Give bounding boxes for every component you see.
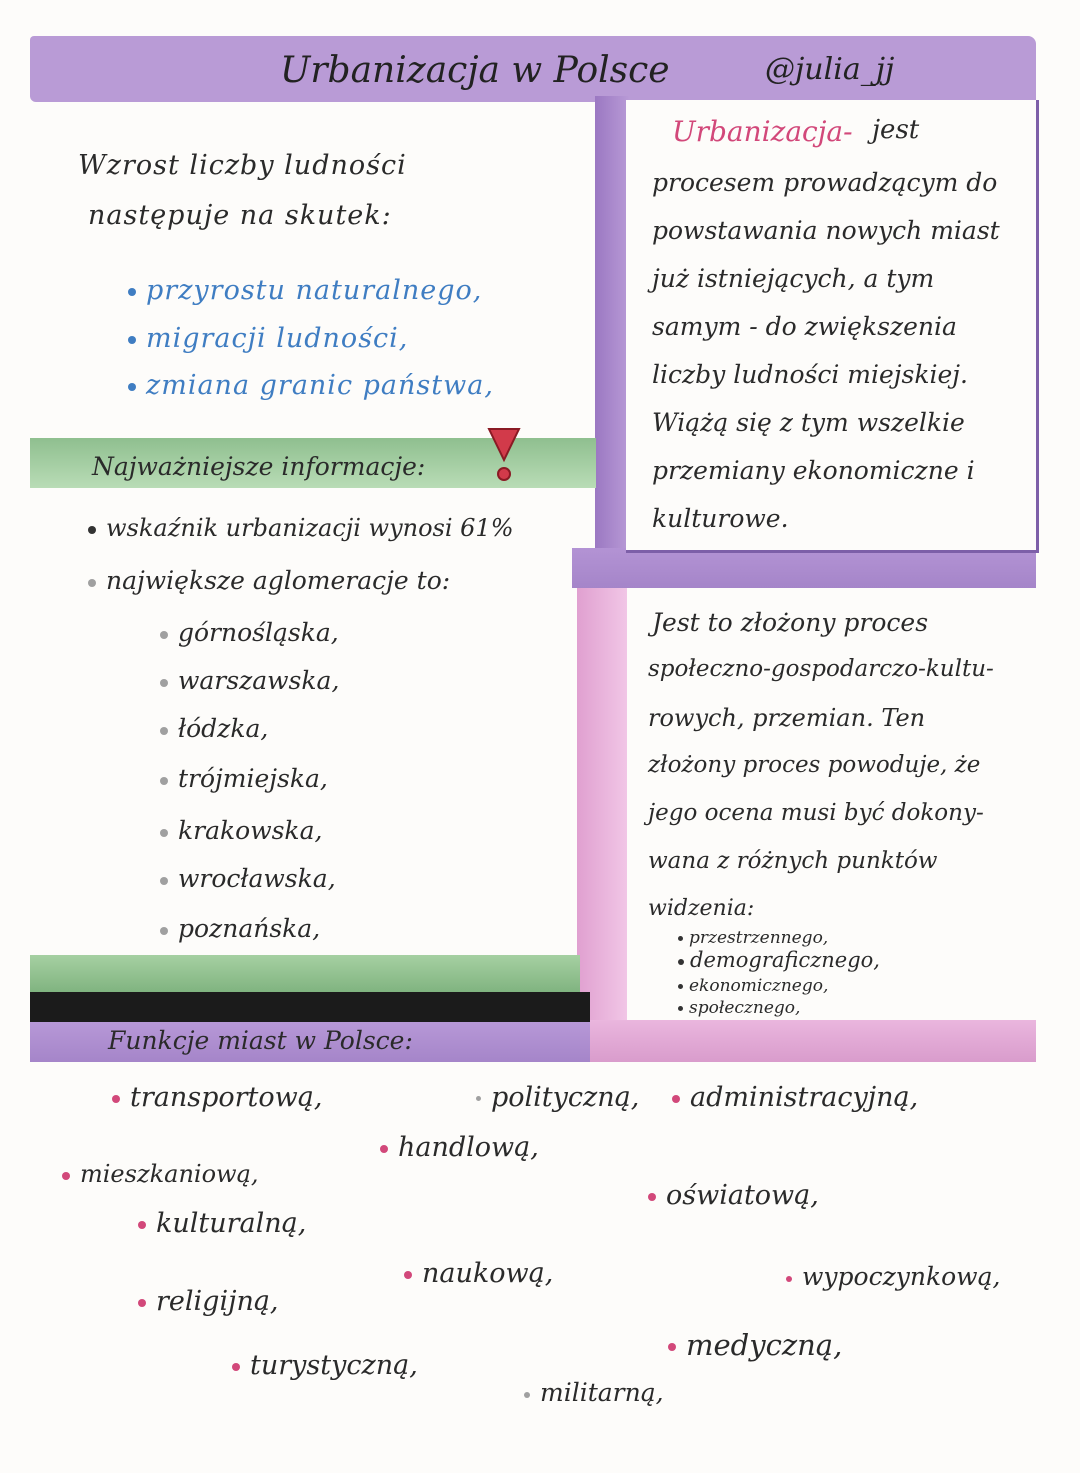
bullet-icon xyxy=(160,678,168,687)
list-item: wskaźnik urbanizacji wynosi 61% xyxy=(88,514,514,542)
bullet-icon xyxy=(88,525,96,534)
list-item: przyrostu naturalnego, xyxy=(128,275,482,306)
bullet-icon xyxy=(138,1298,146,1307)
bullet-icon xyxy=(380,1144,388,1153)
black-divider xyxy=(30,992,590,1022)
bullet-icon xyxy=(678,958,684,965)
definition-line: już istniejących, a tym xyxy=(652,264,935,293)
definition-line: kulturowe. xyxy=(652,504,789,533)
bullet-icon xyxy=(672,1094,680,1103)
viewpoint-item: ekonomicznego, xyxy=(678,976,828,996)
function-item: handlową, xyxy=(380,1132,539,1163)
bullet-icon xyxy=(404,1270,412,1279)
agglomeration-item: poznańska, xyxy=(160,914,320,943)
bullet-icon xyxy=(648,1192,656,1201)
agglomeration-item: krakowska, xyxy=(160,816,322,845)
function-item: religijną, xyxy=(138,1286,279,1317)
bullet-icon xyxy=(678,984,683,989)
bullet-icon xyxy=(88,578,96,587)
agglomeration-item: warszawska, xyxy=(160,666,339,695)
agglomeration-item: trójmiejska, xyxy=(160,764,328,793)
bullet-icon xyxy=(160,630,168,639)
growth-intro-line1: Wzrost liczby ludności xyxy=(78,150,407,181)
bullet-icon xyxy=(160,926,168,935)
header-band xyxy=(30,36,1036,102)
bullet-icon xyxy=(786,1275,792,1282)
bullet-icon xyxy=(668,1343,676,1351)
bullet-icon xyxy=(476,1096,481,1101)
bullet-icon xyxy=(678,1006,683,1011)
function-item: naukową, xyxy=(404,1258,553,1289)
bullet-icon xyxy=(160,828,168,837)
function-item: kulturalną, xyxy=(138,1208,306,1239)
definition-line: Wiążą się z tym wszelkie xyxy=(652,408,965,437)
bullet-icon xyxy=(678,936,683,941)
function-item: transportową, xyxy=(112,1082,322,1113)
function-item: militarną, xyxy=(524,1378,664,1407)
viewpoint-item: przestrzennego, xyxy=(678,928,828,948)
agglomeration-item: górnośląska, xyxy=(160,618,339,647)
process-line: rowych, przemian. Ten xyxy=(648,704,926,732)
function-item: administracyjną, xyxy=(672,1082,918,1113)
bullet-icon xyxy=(62,1171,70,1180)
function-item: mieszkaniową, xyxy=(62,1160,259,1188)
vertical-divider-purple xyxy=(595,96,629,586)
horizontal-divider-pink xyxy=(577,1020,1036,1062)
definition-line: przemiany ekonomiczne i xyxy=(652,456,975,485)
bullet-icon xyxy=(160,726,168,735)
process-line: widzenia: xyxy=(648,896,755,921)
function-item: wypoczynkową, xyxy=(786,1262,1000,1291)
definition-line: procesem prowadzącym do xyxy=(652,168,998,197)
bullet-icon xyxy=(112,1094,120,1103)
process-line: Jest to złożony proces xyxy=(652,608,929,637)
warning-icon xyxy=(487,428,521,481)
author-handle: @julia_jj xyxy=(765,52,895,87)
viewpoint-item: społecznego, xyxy=(678,998,800,1018)
function-item: oświatową, xyxy=(648,1180,819,1211)
bullet-icon xyxy=(128,335,136,344)
bullet-icon xyxy=(232,1362,240,1371)
important-heading: Najważniejsze informacje: xyxy=(92,452,426,481)
process-line: wana z różnych punktów xyxy=(648,848,938,874)
list-item: największe aglomeracje to: xyxy=(88,566,450,595)
agglomeration-item: wrocławska, xyxy=(160,864,336,893)
process-line: jego ocena musi być dokony- xyxy=(648,800,984,826)
definition-term: Urbanizacja- xyxy=(672,115,853,148)
definition-line: samym - do zwiększenia xyxy=(652,312,957,341)
list-item: zmiana granic państwa, xyxy=(128,370,494,401)
growth-intro-line2: następuje na skutek: xyxy=(88,200,392,231)
horizontal-divider-purple xyxy=(572,548,1036,588)
function-item: medyczną, xyxy=(668,1328,842,1362)
definition-line: powstawania nowych miast xyxy=(652,216,1000,245)
functions-heading-band xyxy=(30,1022,590,1062)
bullet-icon xyxy=(128,287,136,296)
process-line: złożony proces powoduje, że xyxy=(648,752,981,778)
vertical-divider-pink xyxy=(577,588,627,1028)
agglomeration-item: łódzka, xyxy=(160,714,268,743)
viewpoint-item: demograficznego, xyxy=(678,948,880,972)
bullet-icon xyxy=(160,776,168,785)
function-item: polityczną, xyxy=(476,1082,639,1113)
definition-line: jest xyxy=(872,115,920,145)
functions-heading: Funkcje miast w Polsce: xyxy=(108,1026,413,1055)
function-item: turystyczną, xyxy=(232,1350,418,1381)
bullet-icon xyxy=(160,876,168,885)
bullet-icon xyxy=(138,1220,146,1229)
green-divider xyxy=(30,955,580,993)
page-title: Urbanizacja w Polsce xyxy=(280,50,670,91)
bullet-icon xyxy=(524,1391,530,1398)
definition-line: liczby ludności miejskiej. xyxy=(652,360,968,389)
process-line: społeczno-gospodarczo-kultu- xyxy=(648,656,994,682)
definition-box xyxy=(626,100,1039,553)
list-item: migracji ludności, xyxy=(128,323,408,354)
bullet-icon xyxy=(128,382,136,391)
